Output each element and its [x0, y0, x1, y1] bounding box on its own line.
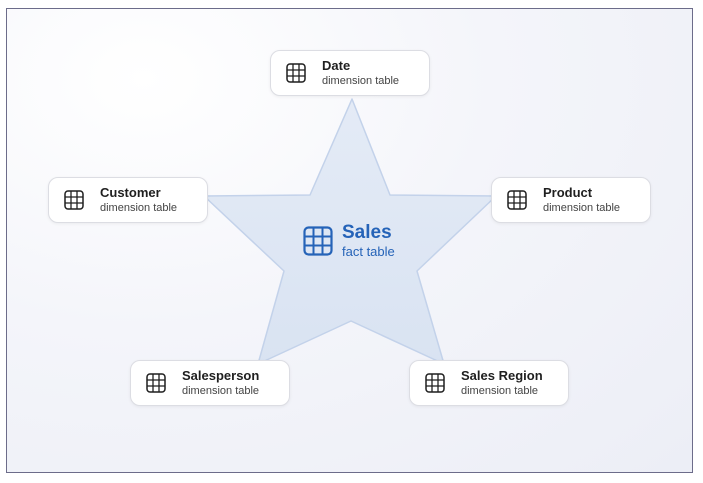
table-grid-icon: [286, 63, 306, 83]
fact-table-sales: Sales fact table: [303, 222, 395, 259]
table-grid-icon: [425, 373, 445, 393]
dimension-name: Salesperson: [182, 368, 260, 384]
dimension-name: Date: [322, 58, 351, 74]
dimension-card-date[interactable]: Date dimension table: [270, 50, 430, 96]
dimension-card-product[interactable]: Product dimension table: [491, 177, 651, 223]
dimension-subtitle: dimension table: [461, 384, 539, 397]
table-grid-icon: [64, 190, 84, 210]
fact-table-name: Sales: [342, 222, 392, 243]
fact-table-subtitle: fact table: [342, 243, 395, 259]
dimension-card-customer[interactable]: Customer dimension table: [48, 177, 208, 223]
star-schema-shape: [203, 98, 497, 365]
diagram-frame: Sales fact table Date dimension table: [6, 8, 693, 473]
dimension-subtitle: dimension table: [322, 74, 400, 87]
dimension-subtitle: dimension table: [100, 201, 178, 214]
table-grid-icon: [146, 373, 166, 393]
dimension-subtitle: dimension table: [543, 201, 621, 214]
star-polygon: [203, 98, 497, 365]
dimension-subtitle: dimension table: [182, 384, 260, 397]
dimension-name: Customer: [100, 185, 161, 201]
table-grid-icon: [507, 190, 527, 210]
table-grid-icon: [303, 226, 333, 256]
dimension-name: Product: [543, 185, 593, 201]
dimension-card-sales-region[interactable]: Sales Region dimension table: [409, 360, 569, 406]
dimension-card-salesperson[interactable]: Salesperson dimension table: [130, 360, 290, 406]
dimension-name: Sales Region: [461, 368, 543, 384]
